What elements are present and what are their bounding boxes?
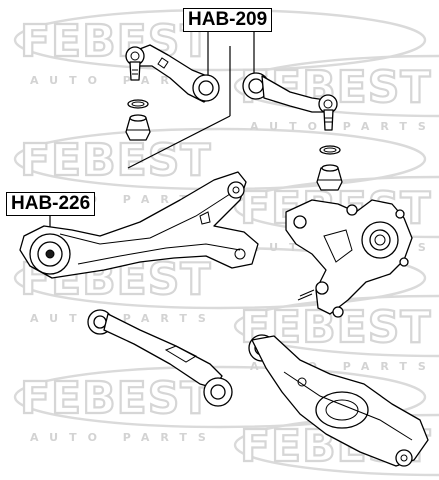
part-label-hab-226: HAB-226 [6,192,96,216]
watermark-layer: FEBEST AUTO PARTS FEBEST AUTO PARTS FEBE… [13,8,439,480]
watermark-logo: FEBEST AUTO PARTS [13,365,427,444]
watermark-tagline: AUTO PARTS [30,431,217,444]
watermark-logo: FEBEST AUTO PARTS [13,8,427,87]
upper-control-arm-left [125,44,220,103]
watermark-tagline: AUTO PARTS [250,120,437,133]
watermark-brand: FEBEST [20,16,211,67]
bushing-right-set [316,145,343,191]
bushing-left-set [125,99,151,141]
upper-control-arm-right [242,72,338,131]
watermark-logo: FEBEST AUTO PARTS [13,246,427,325]
watermark-brand: FEBEST [20,254,211,305]
leader-line-hab209-diagonal [127,115,231,169]
lower-control-arm [248,334,429,467]
watermark-brand: FEBEST [20,135,211,186]
watermark-brand: FEBEST [20,373,211,424]
part-label-hab-209: HAB-209 [183,8,273,32]
steering-knuckle [285,199,413,318]
leader-lines [49,30,255,236]
watermark-tagline: AUTO PARTS [30,74,217,87]
trailing-arm-lower [19,171,259,279]
lateral-link [87,309,233,407]
